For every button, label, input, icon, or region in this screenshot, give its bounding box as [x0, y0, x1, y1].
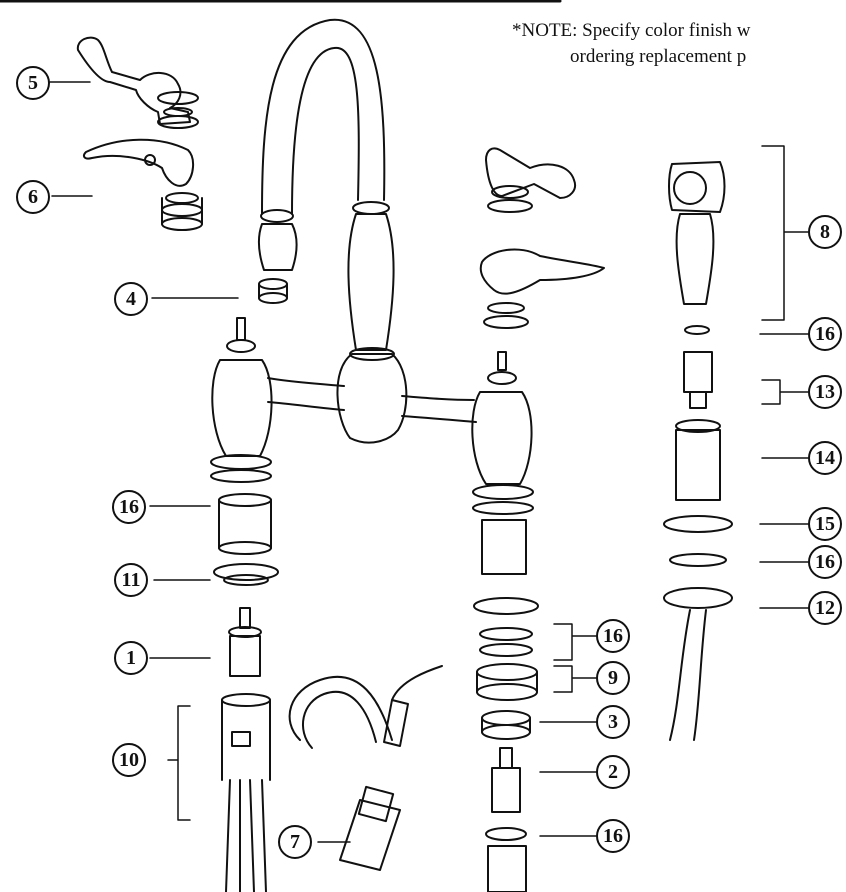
bridge-body: [267, 347, 477, 444]
callout-16: 16: [596, 619, 630, 653]
part-16-left-sleeve: [218, 493, 272, 555]
callout-1: 1: [114, 641, 148, 675]
callout-12: 12: [808, 591, 842, 625]
callout-5: 5: [16, 66, 50, 100]
callout-9: 9: [596, 661, 630, 695]
callout-7: 7: [278, 825, 312, 859]
side-sprayer: [663, 161, 733, 741]
part-7-diverter: [288, 665, 443, 871]
callout-6: 6: [16, 180, 50, 214]
right-lower-rings: [473, 597, 539, 892]
part-10-supply-hose: [221, 693, 271, 892]
part-4-aerator: [258, 278, 288, 304]
note-line-1: *NOTE: Specify color finish w: [512, 20, 751, 41]
part-1-cartridge: [228, 607, 262, 677]
spout: [257, 18, 395, 351]
callout-16: 16: [808, 317, 842, 351]
right-lever-handle: [479, 248, 605, 329]
part-11-flange: [213, 563, 279, 586]
callout-2: 2: [596, 755, 630, 789]
right-valve-body: [471, 351, 534, 575]
note-line-2: ordering replacement p: [570, 46, 747, 67]
right-handle-top: [485, 147, 576, 213]
callout-15: 15: [808, 507, 842, 541]
part-5-lever-handle: [76, 36, 199, 129]
callout-16: 16: [112, 490, 146, 524]
callout-11: 11: [114, 563, 148, 597]
callout-16: 16: [596, 819, 630, 853]
callout-10: 10: [112, 743, 146, 777]
callout-16: 16: [808, 545, 842, 579]
callout-8: 8: [808, 215, 842, 249]
callout-3: 3: [596, 705, 630, 739]
callout-14: 14: [808, 441, 842, 475]
callout-4: 4: [114, 282, 148, 316]
callout-13: 13: [808, 375, 842, 409]
leader-lines: [49, 81, 809, 843]
part-6-lever-handle: [83, 138, 203, 231]
left-valve-body: [210, 317, 273, 483]
